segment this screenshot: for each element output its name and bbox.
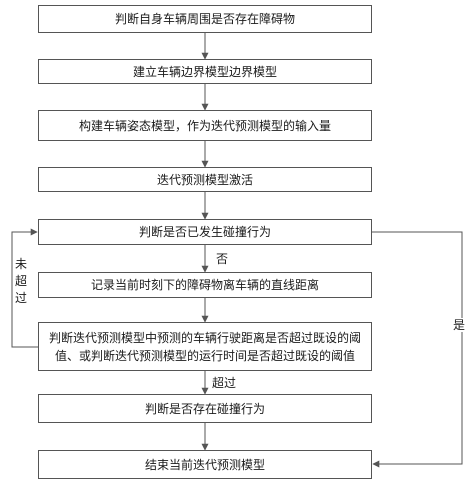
edge-label-not-exceed-2: 超 — [14, 273, 28, 289]
step-text-3: 构建车辆姿态模型，作为迭代预测模型的输入量 — [78, 118, 331, 133]
step-box-4: 迭代预测模型激活 — [38, 167, 372, 192]
step-text-7-line1: 判断迭代预测模型中预测的车辆行驶距离是否超过既设的阈 — [48, 330, 361, 345]
step-text-4: 迭代预测模型激活 — [156, 172, 253, 187]
edge-label-not-exceed-1: 未 — [14, 256, 28, 272]
step-box-3: 构建车辆姿态模型，作为迭代预测模型的输入量 — [38, 110, 372, 141]
step-text-5: 判断是否已发生碰撞行为 — [138, 225, 271, 239]
edge-label-no: 否 — [216, 252, 229, 266]
step-box-7: 判断迭代预测模型中预测的车辆行驶距离是否超过既设的阈 值、或判断迭代预测模型的运… — [38, 322, 372, 371]
edge-label-yes: 是 — [453, 318, 466, 332]
step-box-9: 结束当前迭代预测模型 — [38, 450, 372, 479]
step-text-2: 建立车辆边界模型边界模型 — [132, 64, 277, 79]
step-text-7-line2: 值、或判断迭代预测模型的运行时间是否超过既设的阈值 — [54, 348, 355, 363]
step-text-8: 判断是否存在碰撞行为 — [144, 401, 265, 416]
step-box-2: 建立车辆边界模型边界模型 — [38, 59, 372, 84]
step-box-5: 判断是否已发生碰撞行为 — [38, 219, 372, 245]
step-box-1: 判断自身车辆周围是否存在障碍物 — [38, 5, 372, 33]
step-text-6: 记录当前时刻下的障碍物离车辆的直线距离 — [90, 278, 319, 292]
edge-label-not-exceed-3: 过 — [14, 290, 28, 306]
branch-yes — [372, 231, 463, 468]
step-box-6: 记录当前时刻下的障碍物离车辆的直线距离 — [38, 272, 372, 298]
step-text-9: 结束当前迭代预测模型 — [144, 457, 265, 472]
loop-not-exceed — [11, 228, 38, 348]
edge-label-exceed: 超过 — [212, 376, 237, 390]
step-text-1: 判断自身车辆周围是否存在障碍物 — [114, 12, 295, 26]
step-box-8: 判断是否存在碰撞行为 — [38, 394, 372, 423]
